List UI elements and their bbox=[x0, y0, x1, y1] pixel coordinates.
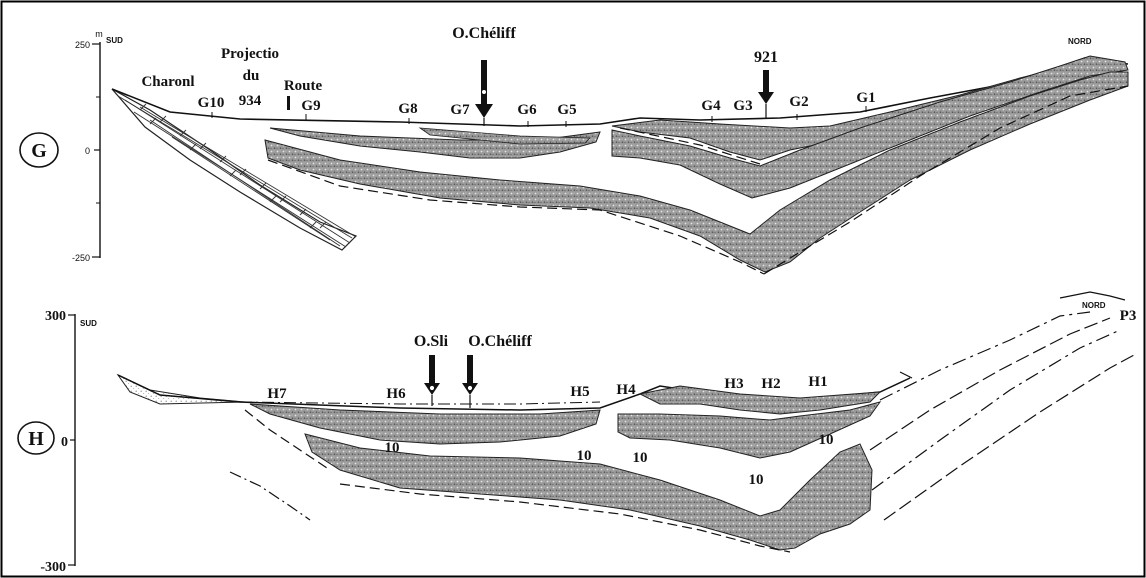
h-label-h1: H1 bbox=[808, 374, 827, 390]
g-tick-250: 250 bbox=[75, 40, 90, 50]
h-sud-label: SUD bbox=[80, 319, 97, 328]
g-tick-0: 0 bbox=[85, 146, 90, 156]
h-label-h3: H3 bbox=[724, 376, 743, 392]
g-tick-minus-250: -250 bbox=[72, 253, 90, 263]
g-label-g4: G4 bbox=[701, 98, 721, 114]
g-label-charonl: Charonl bbox=[141, 74, 194, 90]
section-h: 300 0 -300 SUD NORD H bbox=[18, 292, 1136, 575]
g-label-g5: G5 bbox=[557, 102, 576, 118]
g-unit: m bbox=[95, 29, 103, 39]
h-label-10-e: 10 bbox=[819, 432, 834, 448]
g-label-g10: G10 bbox=[198, 95, 225, 111]
g-label-g8: G8 bbox=[398, 101, 417, 117]
g-label-934: 934 bbox=[239, 93, 262, 109]
h-label-h4: H4 bbox=[616, 382, 636, 398]
g-cheliff-arrow bbox=[475, 60, 493, 126]
h-label-10-a: 10 bbox=[385, 440, 400, 456]
h-label-cheliff: O.Chéliff bbox=[468, 333, 532, 350]
h-label-h2: H2 bbox=[761, 376, 780, 392]
h-nord-label: NORD bbox=[1082, 301, 1106, 310]
h-tick-minus-300: -300 bbox=[40, 560, 66, 575]
h-label-10-c: 10 bbox=[633, 450, 648, 466]
g-label-921: 921 bbox=[754, 49, 778, 66]
h-section-letter: H bbox=[28, 428, 44, 450]
h-label-h6: H6 bbox=[386, 386, 406, 402]
h-tick-0: 0 bbox=[61, 435, 68, 450]
h-tick-300: 300 bbox=[45, 309, 66, 324]
g-label-projectio: Projectio bbox=[221, 46, 279, 62]
g-sud-label: SUD bbox=[106, 36, 123, 45]
h-label-osli: O.Sli bbox=[414, 333, 449, 350]
h-osli-arrow bbox=[424, 355, 440, 406]
g-label-g3: G3 bbox=[733, 98, 752, 114]
g-label-g7: G7 bbox=[450, 102, 470, 118]
h-cheliff-arrow bbox=[462, 355, 478, 408]
h-label-p3: P3 bbox=[1120, 308, 1137, 324]
h-label-h7: H7 bbox=[267, 386, 287, 402]
g-label-du: du bbox=[243, 68, 260, 84]
g-label-g2: G2 bbox=[789, 94, 808, 110]
g-well-921-arrow bbox=[758, 70, 774, 118]
g-section-letter: G bbox=[31, 140, 47, 162]
h-label-10-b: 10 bbox=[577, 448, 592, 464]
g-nord-label: NORD bbox=[1068, 37, 1092, 46]
g-label-g1: G1 bbox=[856, 90, 875, 106]
g-label-route: Route bbox=[284, 78, 323, 94]
g-label-cheliff: O.Chéliff bbox=[452, 25, 516, 42]
h-label-h5: H5 bbox=[570, 384, 589, 400]
h-upper-aquifer-right bbox=[640, 386, 880, 414]
g-label-g9: G9 bbox=[301, 98, 320, 114]
section-g: m 250 0 -250 SUD NORD G bbox=[20, 25, 1128, 274]
g-route-marker bbox=[287, 96, 290, 110]
h-left-wedge bbox=[118, 375, 245, 404]
h-label-10-d: 10 bbox=[749, 472, 764, 488]
g-label-g6: G6 bbox=[517, 102, 537, 118]
